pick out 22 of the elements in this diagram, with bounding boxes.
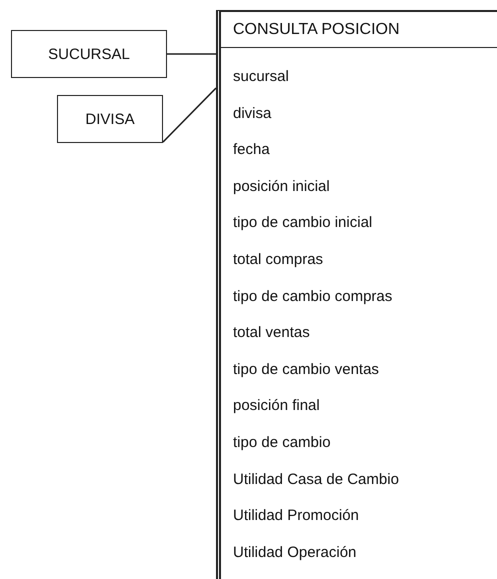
attribute-label: tipo de cambio inicial [233,214,372,232]
attribute-label: total compras [233,251,324,268]
attribute-label: Utilidad Casa de Cambio [233,470,399,488]
entity-box [216,10,497,579]
attribute-label: fecha [233,141,270,158]
attribute-label: Utilidad Promoción [233,507,359,524]
attribute-label: tipo de cambio [233,434,331,451]
attribute-label: tipo de cambio compras [233,288,392,305]
entity-title: CONSULTA POSICION [221,12,497,48]
attribute-label: tipo de cambio ventas [233,360,379,378]
entity-box [57,95,163,143]
entity-box [11,30,167,78]
attribute-label: total ventas [233,324,310,342]
entity-label: DIVISA [85,110,135,128]
attribute-label: posición inicial [233,178,330,195]
connector-line [167,53,216,55]
attribute-label: Utilidad Operación [233,544,356,561]
connector-line [162,88,217,143]
attribute-label: posición final [233,397,320,414]
attribute-label: sucursal [233,68,289,85]
entity-label: SUCURSAL [48,46,130,62]
attribute-label: divisa [233,104,272,122]
